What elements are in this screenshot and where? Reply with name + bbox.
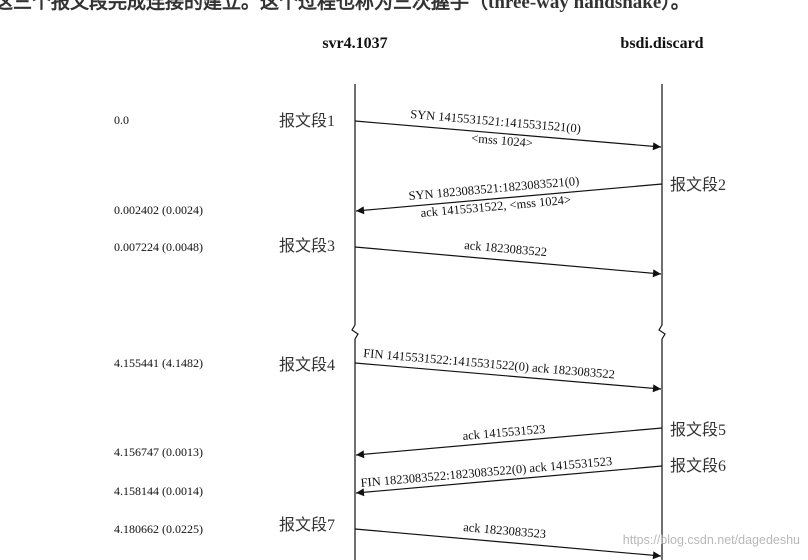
segment-3-label: 报文段3 <box>279 237 335 255</box>
timeline-left-break <box>351 324 359 340</box>
segment-3-text-line1: ack 1823083522 <box>464 238 548 259</box>
host-left-label: svr4.1037 <box>322 35 387 52</box>
segment-1-arrow <box>354 120 662 151</box>
segment-4-text-line1: FIN 1415531522:1415531522(0) ack 1823083… <box>363 346 616 382</box>
segment-6-text-line1: FIN 1823083522:1823083522(0) ack 1415531… <box>360 454 613 490</box>
segment-1-text-line2: <mss 1024> <box>471 131 534 150</box>
segment-1-label: 报文段1 <box>279 112 335 130</box>
header-text: 这三个报文段完成连接的建立。这个过程也称为三次握手（three-way hand… <box>0 0 690 13</box>
timestamp-7: 4.180662 (0.0225) <box>114 522 203 536</box>
segment-3-arrow <box>354 246 662 278</box>
timestamp-1: 0.0 <box>114 113 129 127</box>
segment-5-arrow <box>355 427 663 459</box>
segment-7-arrow <box>354 528 662 560</box>
segment-6-label: 报文段6 <box>670 457 726 475</box>
segment-7-label: 报文段7 <box>279 516 335 534</box>
segment-4-label: 报文段4 <box>279 356 335 374</box>
segment-1-text-line1: SYN 1415531521:1415531521(0) <box>410 107 582 136</box>
timestamp-3: 0.007224 (0.0048) <box>114 240 203 254</box>
segment-5-label: 报文段5 <box>670 421 726 439</box>
segment-4-arrow <box>354 362 662 393</box>
segment-7-text-line1: ack 1823083523 <box>463 520 547 541</box>
host-right-label: bsdi.discard <box>620 35 703 52</box>
timestamp-6: 4.158144 (0.0014) <box>114 484 203 498</box>
timestamp-4: 4.155441 (4.1482) <box>114 356 203 370</box>
timestamp-5: 4.156747 (0.0013) <box>114 445 203 459</box>
segment-2-label: 报文段2 <box>670 176 726 194</box>
segment-6-arrow <box>355 465 663 497</box>
timestamp-2: 0.002402 (0.0024) <box>114 203 203 217</box>
watermark-text: https://blog.csdn.net/dagedeshu <box>623 533 800 547</box>
timeline-right-break <box>658 324 666 340</box>
segment-2-arrow <box>355 183 663 215</box>
